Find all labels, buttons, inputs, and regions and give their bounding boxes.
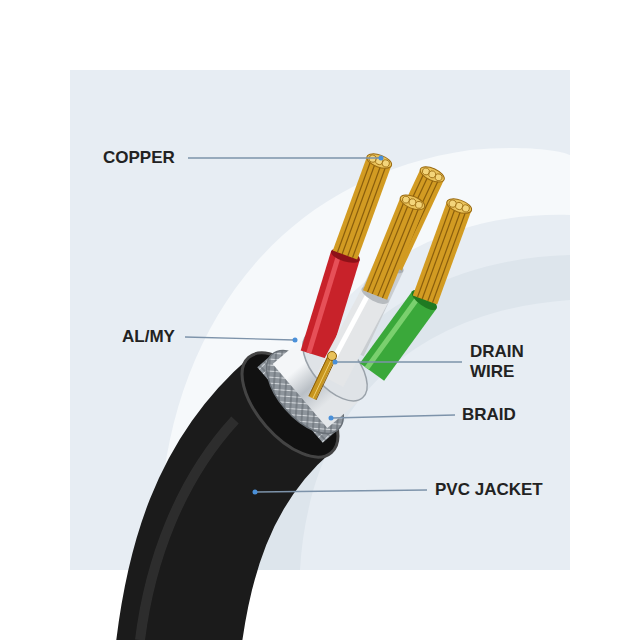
leader-dot bbox=[333, 360, 338, 365]
leader-line bbox=[185, 337, 294, 340]
leader-line bbox=[332, 415, 455, 418]
copper-strands bbox=[363, 192, 427, 300]
cable-jacket bbox=[175, 405, 290, 640]
leader-dot bbox=[293, 338, 298, 343]
leader-lines bbox=[185, 156, 462, 495]
part-label: BRAID bbox=[462, 405, 552, 425]
background-panel bbox=[70, 70, 570, 570]
leader-dot bbox=[329, 416, 334, 421]
part-label: PVC JACKET bbox=[435, 480, 565, 500]
leader-line bbox=[188, 157, 380, 158]
part-label: COPPER bbox=[103, 148, 183, 168]
leader-dot bbox=[379, 156, 384, 161]
jacket-highlight bbox=[140, 420, 235, 640]
leader-dot bbox=[253, 490, 258, 495]
drain-wire bbox=[309, 352, 337, 401]
leader-line bbox=[256, 490, 427, 492]
part-label: DRAIN WIRE bbox=[470, 342, 560, 382]
part-label: AL/MY bbox=[122, 327, 182, 347]
leader-line bbox=[336, 361, 462, 362]
decor-arc bbox=[250, 255, 570, 570]
